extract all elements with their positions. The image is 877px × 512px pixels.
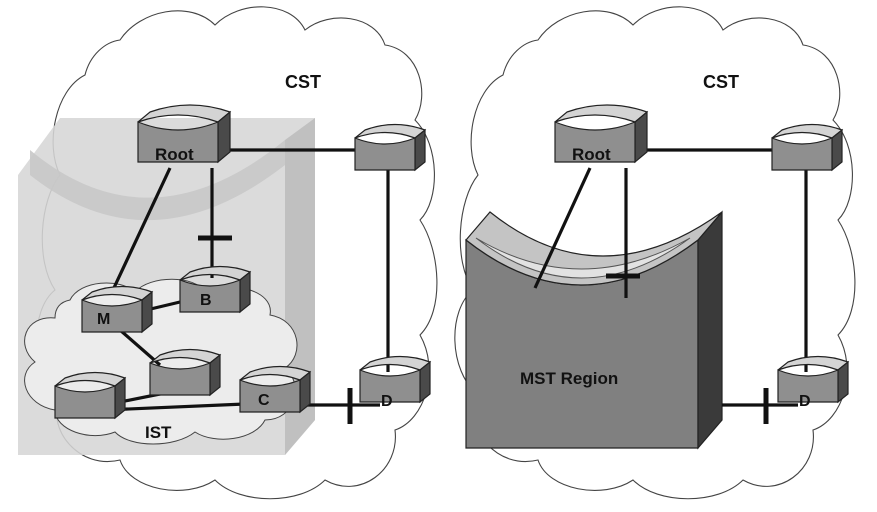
- switch-d-left-label: D: [381, 393, 393, 410]
- switch-b: [179, 265, 251, 313]
- switch-top-right-left: [354, 123, 426, 171]
- switch-d-right: [777, 355, 849, 403]
- link-left-c: [104, 402, 246, 412]
- switch-top-right-right: [771, 123, 843, 171]
- right-root-label: Root: [572, 145, 611, 164]
- switch-d-left: [359, 355, 431, 403]
- switch-b-label: B: [200, 292, 212, 309]
- switch-c: [239, 365, 311, 413]
- switch-left: [54, 371, 126, 419]
- switch-mid: [149, 348, 221, 396]
- mst-region-label: MST Region: [520, 369, 618, 388]
- left-cst-label: CST: [285, 72, 321, 92]
- right-panel: CST Root MST Region D: [454, 6, 856, 500]
- link-root-m: [110, 167, 172, 293]
- ist-label: IST: [145, 423, 172, 442]
- left-root-label: Root: [155, 145, 194, 164]
- left-mst-region-top: [30, 140, 285, 221]
- switch-c-label: C: [258, 392, 270, 409]
- left-panel: CST Root M B C D IST: [18, 6, 438, 500]
- switch-m: [81, 285, 153, 333]
- right-cst-label: CST: [703, 72, 739, 92]
- link-m-mid: [118, 328, 162, 367]
- right-link-root-region-a: [533, 167, 592, 289]
- left-ist-cloud: [24, 278, 298, 445]
- switch-m-label: M: [97, 311, 110, 328]
- switch-d-right-label: D: [799, 393, 811, 410]
- right-region-side: [697, 210, 723, 450]
